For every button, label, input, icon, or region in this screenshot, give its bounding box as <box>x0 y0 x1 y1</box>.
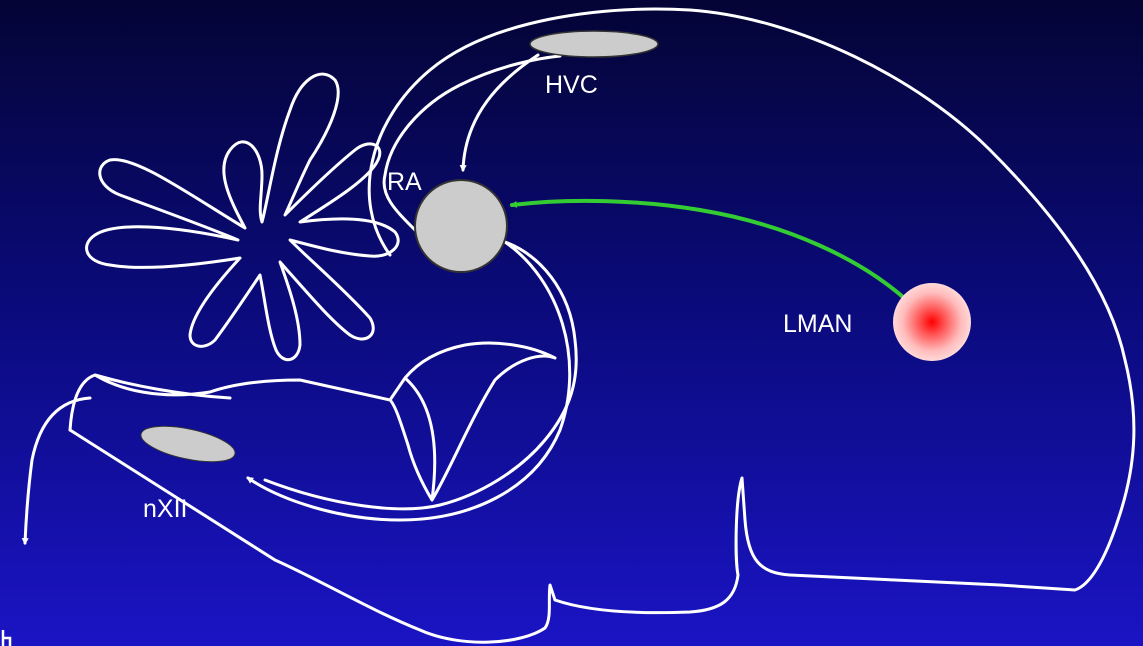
lman-nucleus <box>893 283 971 361</box>
cerebellum-outline <box>87 74 399 360</box>
hvc-nucleus <box>530 31 658 57</box>
midbrain-contour <box>265 242 576 509</box>
nxii-label: nXII <box>143 495 187 523</box>
ra-nucleus <box>415 180 507 272</box>
ra-label: RA <box>387 168 422 196</box>
hvc-label: HVC <box>545 71 598 99</box>
lman-to-ra-arrow <box>512 201 903 297</box>
lman-label: LMAN <box>783 310 852 338</box>
nxii-output-arrow <box>25 398 90 543</box>
forebrain-outline <box>70 9 1134 642</box>
cropped-text-fragment <box>3 630 10 646</box>
hvc-to-ra-arrow <box>463 55 538 170</box>
nxii-nucleus <box>138 419 238 468</box>
